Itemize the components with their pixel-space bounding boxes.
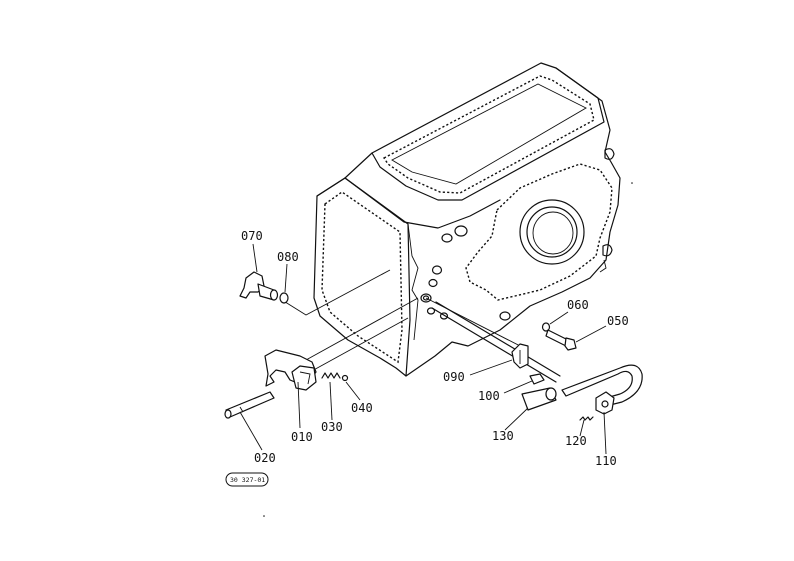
part-060-washer xyxy=(541,322,551,332)
transmission-case xyxy=(313,62,621,377)
callout-120: 120 xyxy=(565,434,587,448)
part-040-ball xyxy=(341,374,349,382)
callout-090: 090 xyxy=(443,370,465,384)
callout-110: 110 xyxy=(595,454,617,468)
leader-lines xyxy=(239,243,607,455)
part-090-bracket xyxy=(511,343,529,369)
callout-040: 040 xyxy=(351,401,373,415)
drawing-reference-stamp: 30 327-01 xyxy=(225,472,269,487)
callout-060: 060 xyxy=(567,298,589,312)
callout-050: 050 xyxy=(607,314,629,328)
part-010-shift-fork xyxy=(264,349,317,391)
part-080-o-ring xyxy=(279,292,289,304)
callout-100: 100 xyxy=(478,389,500,403)
part-050-bolt xyxy=(545,329,577,351)
part-030-spring xyxy=(321,372,341,379)
assembly-guide-lines xyxy=(281,269,529,373)
callout-030: 030 xyxy=(321,420,343,434)
part-110-loop-rod xyxy=(561,364,643,415)
callout-070: 070 xyxy=(241,229,263,243)
callout-080: 080 xyxy=(277,250,299,264)
callout-020: 020 xyxy=(254,451,276,465)
push-rod xyxy=(431,301,561,383)
part-130-cylinder xyxy=(521,387,557,411)
part-100-pin xyxy=(529,373,545,385)
part-120-pin xyxy=(579,416,594,421)
stamp-text: 30 327-01 xyxy=(230,476,265,484)
callout-010: 010 xyxy=(291,430,313,444)
part-070-lever xyxy=(239,271,279,301)
callout-130: 130 xyxy=(492,429,514,443)
callout-labels: 070 080 060 050 090 100 040 010 030 130 … xyxy=(241,229,629,468)
part-020-shift-rod xyxy=(224,391,275,419)
